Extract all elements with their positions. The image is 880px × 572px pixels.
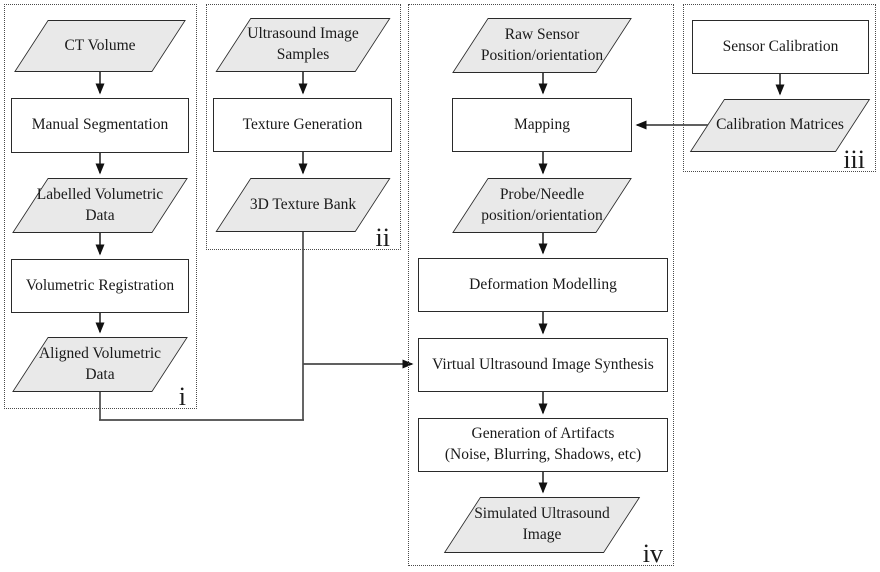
node-label: CT Volume bbox=[64, 36, 136, 54]
node-label: Deformation Modelling bbox=[469, 275, 617, 293]
node-label: Raw Sensor Position/orientation bbox=[480, 25, 604, 64]
node-label: 3D Texture Bank bbox=[249, 195, 357, 213]
node-label: Mapping bbox=[514, 115, 570, 133]
node-label: Volumetric Registration bbox=[25, 276, 175, 294]
node-label: Ultrasound Image Samples bbox=[247, 25, 359, 63]
node-raw-sensor-position: Raw Sensor Position/orientation bbox=[452, 18, 632, 73]
group-label-iv: iv bbox=[642, 539, 663, 568]
node-sensor-calibration: Sensor Calibration bbox=[692, 20, 869, 74]
node-texture-generation: Texture Generation bbox=[213, 98, 392, 152]
node-ct-volume: CT Volume bbox=[14, 20, 186, 72]
group-label-ii: ii bbox=[375, 223, 390, 252]
node-volumetric-registration: Volumetric Registration bbox=[11, 259, 189, 313]
node-label: Virtual Ultrasound Image Synthesis bbox=[432, 355, 654, 373]
node-mapping: Mapping bbox=[452, 98, 632, 152]
node-label: Simulated Ultrasound Image bbox=[474, 505, 610, 543]
node-labelled-volumetric-data: Labelled Volumetric Data bbox=[12, 178, 188, 233]
node-generation-of-artifacts: Generation of Artifacts (Noise, Blurring… bbox=[418, 418, 668, 472]
node-label: Texture Generation bbox=[242, 115, 363, 133]
node-label: Sensor Calibration bbox=[722, 37, 839, 55]
group-box-iv: iv bbox=[408, 4, 674, 568]
group-box-i: i bbox=[4, 4, 197, 411]
node-aligned-volumetric-data: Aligned Volumetric Data bbox=[12, 337, 188, 392]
node-label: Probe/Needle position/orientation bbox=[481, 185, 603, 224]
node-simulated-ultrasound-image: Simulated Ultrasound Image bbox=[443, 497, 641, 553]
node-3d-texture-bank: 3D Texture Bank bbox=[215, 178, 391, 232]
node-label: Generation of Artifacts (Noise, Blurring… bbox=[444, 425, 642, 463]
group-label-iii: iii bbox=[843, 145, 865, 174]
node-ultrasound-image-samples: Ultrasound Image Samples bbox=[215, 18, 391, 72]
node-label: Labelled Volumetric Data bbox=[36, 185, 164, 224]
node-virtual-ultrasound-synthesis: Virtual Ultrasound Image Synthesis bbox=[418, 338, 668, 392]
node-calibration-matrices: Calibration Matrices bbox=[689, 99, 871, 152]
node-deformation-modelling: Deformation Modelling bbox=[418, 258, 668, 312]
node-manual-segmentation: Manual Segmentation bbox=[11, 98, 189, 153]
node-label: Calibration Matrices bbox=[716, 116, 844, 134]
node-label: Aligned Volumetric Data bbox=[38, 344, 162, 383]
node-probe-needle-position: Probe/Needle position/orientation bbox=[452, 178, 632, 233]
group-box-ii: ii bbox=[206, 4, 401, 252]
group-box-iii: iii bbox=[683, 4, 876, 174]
node-label: Manual Segmentation bbox=[31, 116, 169, 134]
group-label-i: i bbox=[178, 382, 186, 411]
